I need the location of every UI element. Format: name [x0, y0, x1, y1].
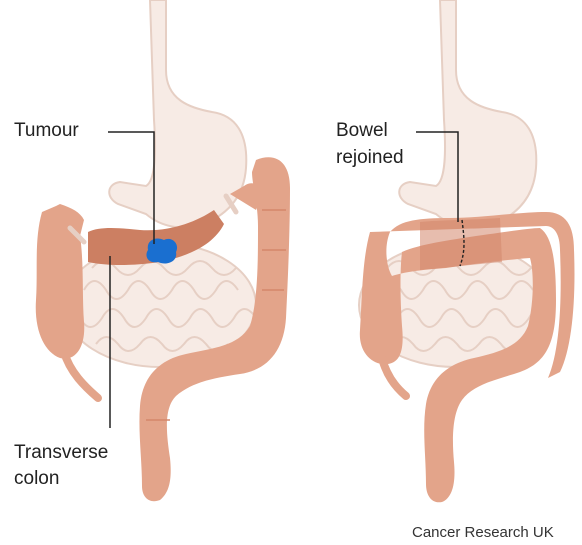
stomach-after — [399, 0, 536, 228]
bowel-rejoined-label-line1: Bowel — [336, 118, 388, 143]
before-surgery-illustration — [36, 0, 290, 501]
tumour-label: Tumour — [14, 118, 79, 143]
bowel-rejoined-label-line2: rejoined — [336, 145, 404, 170]
appendix-after — [382, 358, 406, 396]
credit-text: Cancer Research UK — [412, 520, 554, 545]
appendix — [64, 352, 98, 398]
transverse-colon-label-line2: colon — [14, 466, 59, 491]
stomach — [109, 0, 246, 228]
tumour — [146, 238, 177, 263]
after-surgery-illustration — [359, 0, 574, 502]
transverse-colon-label-line1: Transverse — [14, 440, 108, 465]
